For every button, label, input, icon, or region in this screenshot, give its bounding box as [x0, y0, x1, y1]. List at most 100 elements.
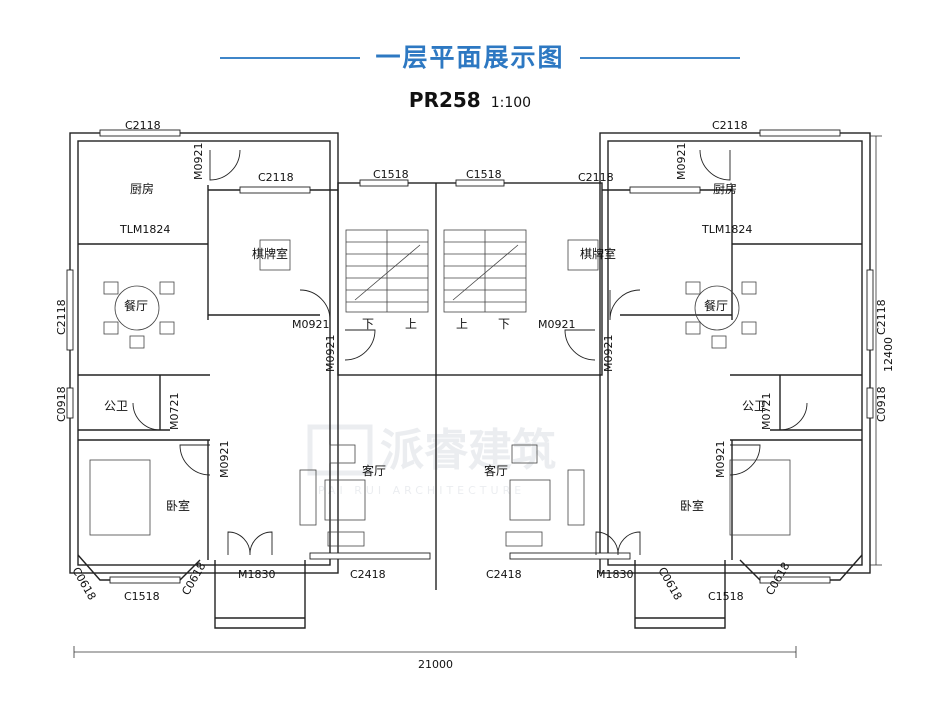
- right-bay-window: [739, 554, 863, 581]
- right-chess-window-code: C2118: [578, 171, 614, 184]
- right-wc-door-code: M0721: [760, 393, 773, 431]
- left-bedroom-door-code: M0921: [218, 441, 231, 479]
- right-living-window: [509, 552, 631, 560]
- plan-scale: 1:100: [490, 95, 532, 111]
- title-bar: 一层平面展示图: [0, 36, 940, 80]
- left-living-window: [309, 552, 431, 560]
- left-bedroom-window: [109, 576, 181, 584]
- right-bed: [729, 459, 791, 536]
- right-bay-west-window-code: C0618: [655, 565, 684, 602]
- left-bedroom-window-code: C1518: [124, 590, 160, 603]
- left-kitchen-window: [99, 129, 181, 137]
- right-kitchen-door-code: M0921: [675, 143, 688, 181]
- left-bay-east-window-code: C0618: [179, 560, 208, 597]
- left-coffee-table: [324, 479, 366, 521]
- furniture: [89, 239, 791, 547]
- left-dining-window: [66, 269, 74, 351]
- left-chess-window-code: C2118: [258, 171, 294, 184]
- watermark-brand: 派睿建筑: [380, 425, 556, 476]
- right-stair-door-code: M0921: [602, 335, 615, 373]
- left-living-window-code: C2418: [350, 568, 386, 581]
- right-chess-door-code: M0921: [538, 318, 576, 331]
- right-chess-table: [567, 239, 599, 271]
- right-coffee-table: [509, 479, 551, 521]
- left-stair-up-label: 上: [405, 317, 417, 331]
- right-stair-window-code: C1518: [466, 168, 502, 181]
- total-width-label: 21000: [418, 658, 453, 671]
- left-wc-door: [132, 402, 161, 431]
- left-bay-west-window-code: C0618: [69, 565, 98, 602]
- right-kitchen-door: [699, 149, 731, 181]
- left-outer-wall: [69, 132, 339, 574]
- right-porch: [634, 560, 726, 629]
- right-dining-window: [866, 269, 874, 351]
- doors: [132, 149, 808, 556]
- right-dining-table: [694, 285, 740, 331]
- right-living-window-code: C2418: [486, 568, 522, 581]
- right-living-label: 客厅: [484, 463, 508, 478]
- right-wc-window: [866, 387, 874, 419]
- right-entry-door-code: M1830: [596, 568, 634, 581]
- right-stair-door: [564, 329, 596, 361]
- right-bedroom-label: 卧室: [680, 498, 704, 513]
- room-labels: 厨房 厨房 棋牌室 棋牌室 餐厅 餐厅 公卫 公卫 卧室 卧室 客厅 客厅: [104, 181, 766, 513]
- right-dining-label: 餐厅: [704, 298, 728, 313]
- left-stair-door: [344, 329, 376, 361]
- right-bedroom-door-code: M0921: [714, 441, 727, 479]
- title-line-right: [580, 57, 740, 59]
- left-sofa: [299, 469, 317, 526]
- right-kitchen-window: [759, 129, 841, 137]
- right-kitchen-label: 厨房: [713, 181, 737, 196]
- left-dining-table: [114, 285, 160, 331]
- right-chess-label: 棋牌室: [580, 246, 616, 261]
- code-labels: C2118 C2118 C2118 C2118 C1518 C1518 TLM1…: [55, 119, 888, 603]
- left-bay-window: [77, 554, 201, 581]
- right-unit-walls: [599, 132, 871, 629]
- right-entry-door: [595, 531, 641, 556]
- left-wc-window: [66, 387, 74, 419]
- stair-core-outline: [337, 182, 603, 376]
- left-kitchen-label: 厨房: [130, 181, 154, 196]
- right-inner-wall: [607, 140, 863, 566]
- left-kitchen-slide-door-code: TLM1824: [119, 223, 170, 236]
- left-stair-down-label: 下: [362, 317, 374, 331]
- left-porch: [214, 560, 306, 629]
- left-chess-door-code: M0921: [292, 318, 330, 331]
- left-dining-label: 餐厅: [124, 298, 148, 313]
- left-stair-window-code: C1518: [373, 168, 409, 181]
- page-title: 一层平面展示图: [375, 43, 565, 72]
- stair-core: 下 上 上 下: [337, 182, 603, 590]
- watermark-brand-en: PAI RUI ARCHITECTURE: [318, 484, 525, 497]
- left-unit-walls: [69, 132, 339, 629]
- right-sofa: [567, 469, 585, 526]
- left-inner-wall: [77, 140, 331, 566]
- left-stair-window: [359, 179, 409, 187]
- right-bedroom-door: [729, 444, 761, 476]
- left-kitchen-door: [209, 149, 241, 181]
- right-stair-down-label: 下: [498, 317, 510, 331]
- right-stair-window: [455, 179, 505, 187]
- left-bedroom-door: [179, 444, 211, 476]
- right-wc-door: [779, 402, 808, 431]
- plan-subtitle: PR258 1:100: [0, 88, 940, 112]
- right-dining-window-code: C2118: [875, 299, 888, 335]
- left-entry-door: [227, 531, 273, 556]
- right-wc-window-code: C0918: [875, 386, 888, 422]
- left-living-label: 客厅: [362, 463, 386, 478]
- left-stair-door-code: M0921: [324, 335, 337, 373]
- watermark: 派睿建筑 PAI RUI ARCHITECTURE: [307, 424, 556, 497]
- right-wc-label: 公卫: [742, 399, 766, 413]
- left-kitchen-window-code: C2118: [125, 119, 161, 132]
- right-chess-door: [609, 289, 641, 321]
- watermark-logo-icon: [307, 424, 373, 476]
- right-kitchen-slide-door-code: TLM1824: [701, 223, 752, 236]
- left-chess-door: [299, 289, 331, 321]
- left-wc-label: 公卫: [104, 399, 128, 413]
- right-bedroom-window-code: C1518: [708, 590, 744, 603]
- plan-code: PR258: [408, 88, 481, 112]
- right-kitchen-window-code: C2118: [712, 119, 748, 132]
- right-chess-window: [629, 186, 701, 194]
- right-bedroom-window: [759, 576, 831, 584]
- left-bed: [89, 459, 151, 536]
